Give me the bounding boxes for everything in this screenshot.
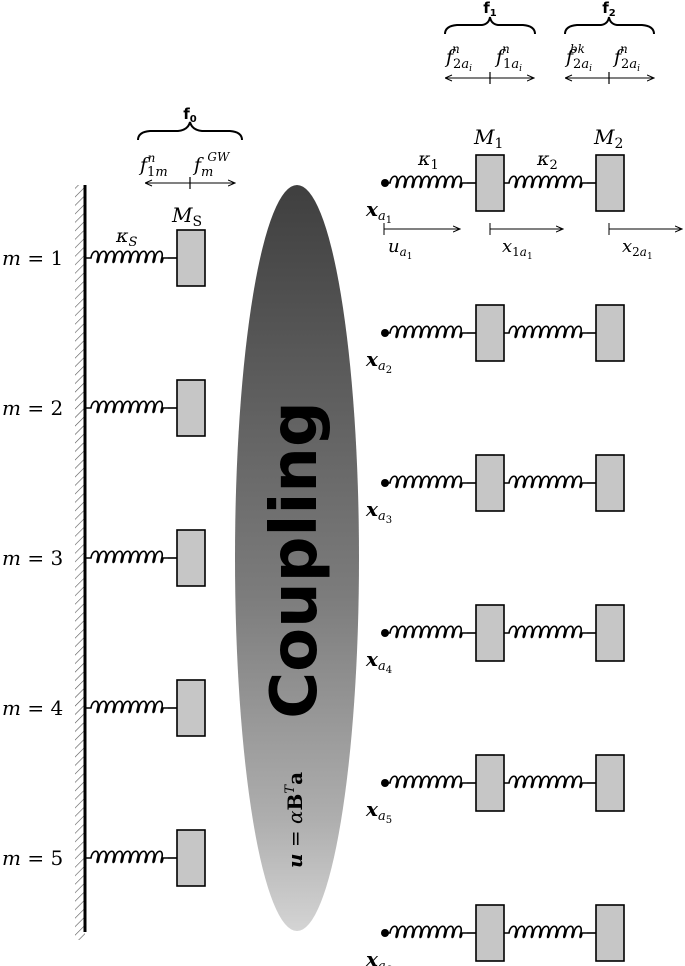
mass-block-1 <box>475 754 505 812</box>
right-row: xa4 <box>365 604 625 676</box>
x2-a1-label: x2a1 <box>622 236 653 262</box>
spring <box>504 175 587 189</box>
node-label: xa5 <box>365 797 392 826</box>
left-row: m = 1 <box>2 229 206 287</box>
fm-gw-label: fmGW <box>192 150 231 180</box>
row-label: m = 2 <box>2 396 63 420</box>
mass-block-2 <box>595 754 625 812</box>
spring <box>86 250 168 264</box>
mass-block-2 <box>595 304 625 362</box>
force-group-f2: f2 f2aibk f2ain <box>564 0 654 84</box>
spring <box>504 325 587 339</box>
node-label: xa4 <box>365 647 392 676</box>
mass-block-2 <box>595 904 625 962</box>
mass-block-1 <box>475 904 505 962</box>
f2ai-n-label: f2ain <box>444 42 472 74</box>
mass-block-1 <box>475 454 505 512</box>
spring <box>385 475 467 489</box>
left-rows: m = 1 m = 2 m = 3 m = 4 m = 5 <box>2 229 206 887</box>
mass-block-1 <box>475 604 505 662</box>
left-row: m = 3 <box>2 529 206 587</box>
row-label: m = 5 <box>2 846 63 870</box>
mass-block-2 <box>595 454 625 512</box>
mass-block-1 <box>475 154 505 212</box>
mass-block <box>176 829 206 887</box>
mass-block <box>176 229 206 287</box>
x1-a1-label: x1a1 <box>502 236 533 262</box>
f2-label: f2 <box>602 0 616 19</box>
node-label: xa2 <box>365 347 392 376</box>
spring <box>504 925 587 939</box>
kappa-2-label: κ2 <box>536 148 558 173</box>
u-a1-label: ua1 <box>388 236 412 262</box>
kappa-1-label: κ1 <box>417 148 439 173</box>
spring <box>86 700 168 714</box>
spring <box>385 625 467 639</box>
svg-text:u = αBTa: u = αBTa <box>283 772 307 868</box>
kappa-s-label: κS <box>115 225 137 250</box>
spring <box>504 775 587 789</box>
ms-label: MS <box>171 203 202 230</box>
spring <box>86 850 168 864</box>
fixed-wall <box>75 185 87 940</box>
coupling-region: Coupling u = αBTa <box>235 185 359 931</box>
f0-label: f0 <box>183 105 197 125</box>
f1m-n-label: f1mn <box>138 151 168 180</box>
left-row: m = 5 <box>2 829 206 887</box>
spring <box>504 625 587 639</box>
f1-label: f1 <box>483 0 497 19</box>
right-rows: xa1 xa2 xa3 xa4 xa5 xa6 <box>365 154 625 966</box>
f2ai-n2-label: f2ain <box>612 42 640 74</box>
row-label: m = 1 <box>2 246 63 270</box>
coupling-title: Coupling <box>258 401 332 719</box>
spring <box>385 175 467 189</box>
spring <box>86 550 168 564</box>
displacement-arrows: ua1 x1a1 x2a1 <box>383 223 682 262</box>
mass-block-1 <box>475 304 505 362</box>
force-group-f1: f1 f2ain f1ain <box>444 0 536 84</box>
mass-block-2 <box>595 604 625 662</box>
left-row: m = 4 <box>2 679 206 737</box>
spring <box>385 325 467 339</box>
mass-block <box>176 679 206 737</box>
right-row: xa3 <box>365 454 625 526</box>
coupling-formula: u = αBTa <box>283 772 307 868</box>
right-row: xa2 <box>365 304 625 376</box>
mass-block <box>176 379 206 437</box>
f1ai-n-label: f1ain <box>494 42 522 74</box>
spring <box>504 475 587 489</box>
right-row: xa6 <box>365 904 625 966</box>
f2ai-bk-label: f2aibk <box>564 42 592 74</box>
node-label: xa6 <box>365 947 392 966</box>
right-row: xa1 <box>365 154 625 226</box>
node-label: xa1 <box>365 197 392 226</box>
right-row: xa5 <box>365 754 625 826</box>
force-group-f0: f0 f1mn fmGW <box>137 105 243 189</box>
mass-block-2 <box>595 154 625 212</box>
left-row: m = 2 <box>2 379 206 437</box>
row-label: m = 3 <box>2 546 63 570</box>
row-label: m = 4 <box>2 696 63 720</box>
node-label: xa3 <box>365 497 392 526</box>
spring <box>86 400 168 414</box>
mass-block <box>176 529 206 587</box>
spring <box>385 775 467 789</box>
m2-label: M2 <box>593 125 623 152</box>
m1-label: M1 <box>473 125 503 152</box>
spring <box>385 925 467 939</box>
